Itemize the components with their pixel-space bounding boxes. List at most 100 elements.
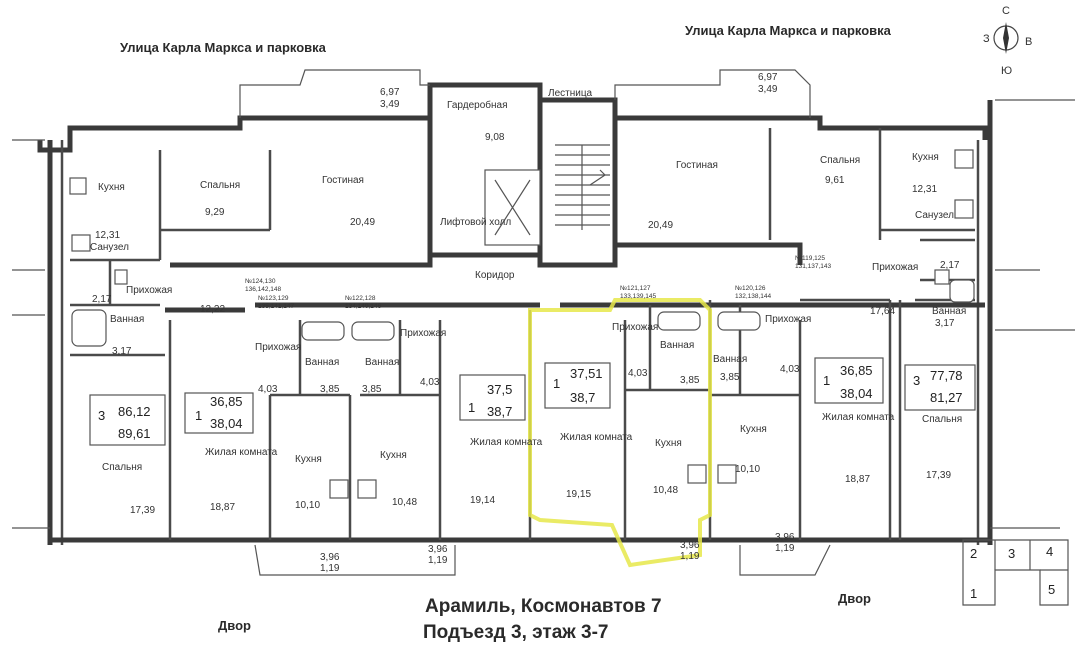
room-bath: Ванная [660, 340, 694, 351]
toilet-icon [934, 269, 950, 285]
area-bedroom: 9,61 [825, 175, 845, 186]
area-kitchen: 10,10 [295, 500, 320, 511]
apt-rooms: 3 [98, 408, 105, 423]
room-bath: Ванная [365, 357, 399, 368]
bathtub-icon [71, 309, 107, 347]
highlighted-apartment-outline [528, 298, 712, 568]
area-living: 20,49 [350, 217, 375, 228]
room-kitchen: Кухня [912, 152, 939, 163]
lift-hall-label: Лифтовой холл [440, 216, 511, 228]
room-wc: Санузел [90, 242, 129, 253]
room-kitchen: Кухня [380, 450, 407, 461]
balcony-bot-a2: 1,19 [320, 563, 340, 574]
room-hall: Прихожая [612, 322, 658, 333]
balcony-bot-a: 3,96 [320, 552, 340, 563]
apt-total: 37,5 [487, 382, 512, 397]
area-hall: 4,03 [258, 384, 278, 395]
area-living: 19,14 [470, 495, 495, 506]
area-kitchen: 12,31 [912, 184, 937, 195]
apt-total2: 38,7 [487, 404, 512, 419]
balcony-bot-b: 3,96 [428, 544, 448, 555]
lift-shaft [484, 169, 541, 246]
room-living: Жилая комната [470, 437, 543, 448]
yard-label-right: Двор [838, 591, 871, 606]
balcony-bot-b2: 1,19 [428, 555, 448, 566]
balcony-bot-d2: 1,19 [775, 543, 795, 554]
room-living: Жилая комната [822, 412, 895, 423]
apt-total: 77,78 [930, 368, 963, 383]
stove-icon [357, 479, 377, 499]
bathtub-icon [949, 279, 975, 303]
title-line-1: Арамиль, Космонавтов 7 [425, 596, 662, 617]
entrance-key-map: 2 3 4 1 5 [962, 539, 1069, 606]
balcony-top-b2: 3,49 [758, 84, 778, 95]
room-bath: Ванная [932, 306, 966, 317]
area-wc: 2,17 [940, 260, 960, 271]
area-living: 19,15 [566, 489, 591, 500]
balcony-top-a: 6,97 [380, 87, 400, 98]
room-kitchen: Кухня [655, 438, 682, 449]
title-line-2: Подъезд 3, этаж 3-7 [423, 622, 608, 643]
area-bath: 3,85 [680, 375, 700, 386]
balcony-top-b: 6,97 [758, 72, 778, 83]
stair-treads [555, 144, 610, 230]
yard-label-left: Двор [218, 618, 251, 633]
area-hall: 12,22 [200, 304, 225, 315]
apt-total2: 38,04 [840, 386, 873, 401]
entrance-3: 3 [1008, 546, 1015, 561]
area-bedroom2: 17,39 [926, 470, 951, 481]
entrance-5: 5 [1048, 582, 1055, 597]
room-bedroom2: Спальня [102, 462, 142, 473]
corridor-label: Коридор [475, 270, 515, 281]
apt-summary-box [544, 362, 611, 409]
area-hall: 17,64 [870, 306, 895, 317]
area-living: 18,87 [210, 502, 235, 513]
entrance-2: 2 [970, 546, 977, 561]
interior-walls [70, 100, 975, 540]
compass-south: Ю [1001, 65, 1012, 77]
area-hall: 4,03 [628, 368, 648, 379]
room-bath: Ванная [110, 314, 144, 325]
fixtures [69, 149, 975, 499]
room-hall: Прихожая [126, 285, 172, 296]
stove-icon [954, 149, 974, 169]
room-hall: Прихожая [872, 262, 918, 273]
stairs-label: Лестница [548, 88, 593, 99]
sink-icon [71, 234, 91, 252]
apt-rooms: 1 [468, 400, 475, 415]
wardrobe-label: Гардеробная [447, 99, 508, 111]
entrance-4: 4 [1046, 544, 1053, 559]
toilet-icon [114, 269, 128, 285]
apt-total: 36,85 [840, 363, 873, 378]
compass-east: В [1025, 36, 1032, 48]
balcony-top-a2: 3,49 [380, 99, 400, 110]
area-bath: 3,17 [935, 318, 955, 329]
room-kitchen: Кухня [740, 424, 767, 435]
apt-total2: 81,27 [930, 390, 963, 405]
room-hall: Прихожая [765, 314, 811, 325]
room-bath: Ванная [713, 354, 747, 365]
apt-summary-box [904, 364, 976, 411]
bathtub-icon [717, 311, 761, 331]
apt-total2: 38,04 [210, 416, 243, 431]
apt-summary-box [814, 357, 884, 404]
apt-summary-box [459, 374, 526, 421]
area-living: 20,49 [648, 220, 673, 231]
apt-total: 36,85 [210, 394, 243, 409]
balcony-bot-d: 3,96 [775, 532, 795, 543]
area-kitchen: 10,10 [735, 464, 760, 475]
apt-summary-box [89, 394, 166, 446]
bathtub-icon [351, 321, 395, 341]
room-hall: Прихожая [400, 328, 446, 339]
balcony-bot-c2: 1,19 [680, 551, 700, 562]
room-bedroom: Спальня [820, 155, 860, 166]
stove-icon [69, 177, 87, 195]
area-living: 18,87 [845, 474, 870, 485]
